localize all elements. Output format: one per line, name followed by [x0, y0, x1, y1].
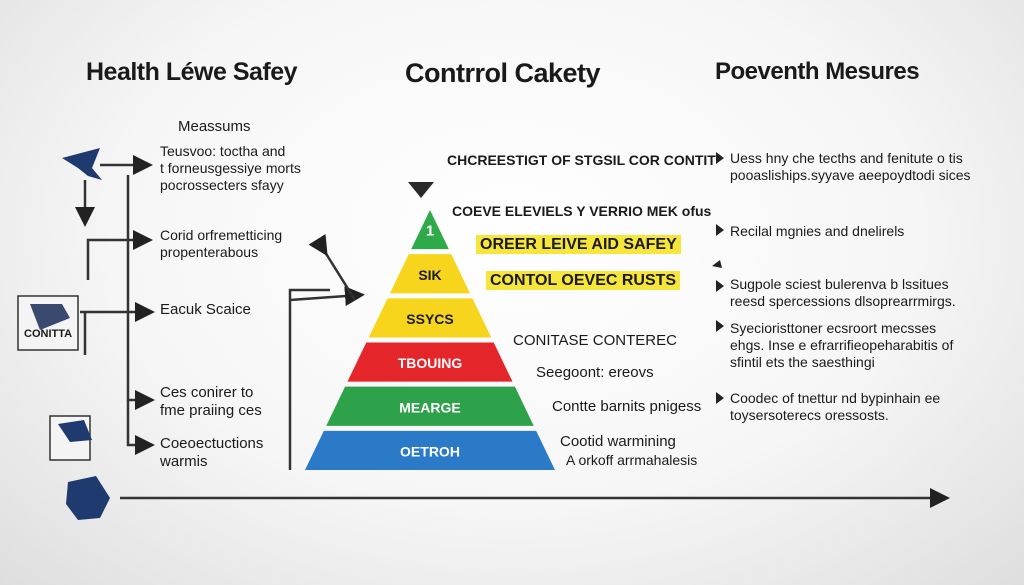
- pyramid-top-label: CHCREESTIGT OF STGSIL COR CONTIT: [447, 152, 716, 168]
- left-block-4: Ces conirer to fme praiing ces: [160, 384, 262, 419]
- pyramid-tier-3: [368, 298, 492, 338]
- center-connectors: [288, 233, 365, 470]
- pyramid-tier-4: [347, 342, 513, 382]
- pyramid-tier-6: [305, 430, 555, 470]
- title-left: Health Léwe Safey: [86, 58, 298, 86]
- pyramid-side-label-4: Cootid warmining: [560, 433, 676, 450]
- pyramid-tier-1: [411, 210, 449, 250]
- pyramid-tier-2: [389, 254, 471, 294]
- pyramid-sub-label: COEVE ELEVIELS Y VERRIO MEK ofus: [452, 203, 712, 219]
- pyramid-tier-5: [326, 386, 534, 426]
- pyramid-tier-label-4: TBOUING: [398, 355, 463, 371]
- pyramid-side-label-3: Contte barnits pnigess: [552, 398, 702, 415]
- pyramid-top-marker-icon: [408, 182, 434, 198]
- right-pointer-icons: [712, 152, 724, 404]
- left-block-5: Coeoectuctions warmis: [160, 435, 264, 470]
- checklist-icon: [49, 415, 92, 461]
- hand-icon: [66, 476, 110, 520]
- right-block-3: Sugpole sciest bulerenva b lssitues rees…: [730, 276, 956, 309]
- right-block-1: Uess hny che tecths and fenitute o tis p…: [730, 150, 971, 183]
- left-block-3: Eacuk Scaice: [160, 301, 251, 318]
- right-block-2: Recilal mgnies and dnelirels: [730, 223, 905, 239]
- pyramid-tier-label-2: SIK: [418, 267, 441, 283]
- highlight-1: OREER LEIVE AID SAFEY: [476, 235, 681, 254]
- title-center: Contrrol Cakety: [405, 58, 601, 88]
- right-block-4: Syecioristtoner ecsroort mecsses ehgs. I…: [730, 320, 954, 370]
- highlight-2: CONTOL OEVEC RUSTS: [486, 271, 681, 290]
- worker-icon: [62, 148, 102, 180]
- pyramid-tier-label-3: SSYCS: [406, 311, 453, 327]
- pyramid-tier-label-5: MEARGE: [399, 399, 460, 415]
- right-block-5: Coodec of tnettur nd bypinhain ee toyser…: [730, 390, 941, 423]
- left-flow-connectors: [75, 155, 155, 455]
- left-block-2: Corid orfremetticing propenterabous: [160, 227, 283, 260]
- left-block-1: Teusvoo: toctha and t forneusgessiye mor…: [160, 143, 301, 193]
- sign-label: CONITTA: [24, 328, 73, 340]
- left-heading: Meassums: [178, 118, 251, 135]
- pyramid-side-label-5: A orkoff arrmahalesis: [566, 452, 698, 468]
- title-right: Poeventh Mesures: [715, 58, 920, 85]
- pyramid-side-label-1: CONITASE CONTEREC: [513, 332, 677, 349]
- sign-board-icon: [17, 295, 79, 351]
- pyramid-side-label-2: Seegoont: ereovs: [536, 364, 654, 381]
- pyramid-tier-label-1: 1: [426, 223, 434, 240]
- pyramid-tier-label-6: OETROH: [400, 443, 460, 459]
